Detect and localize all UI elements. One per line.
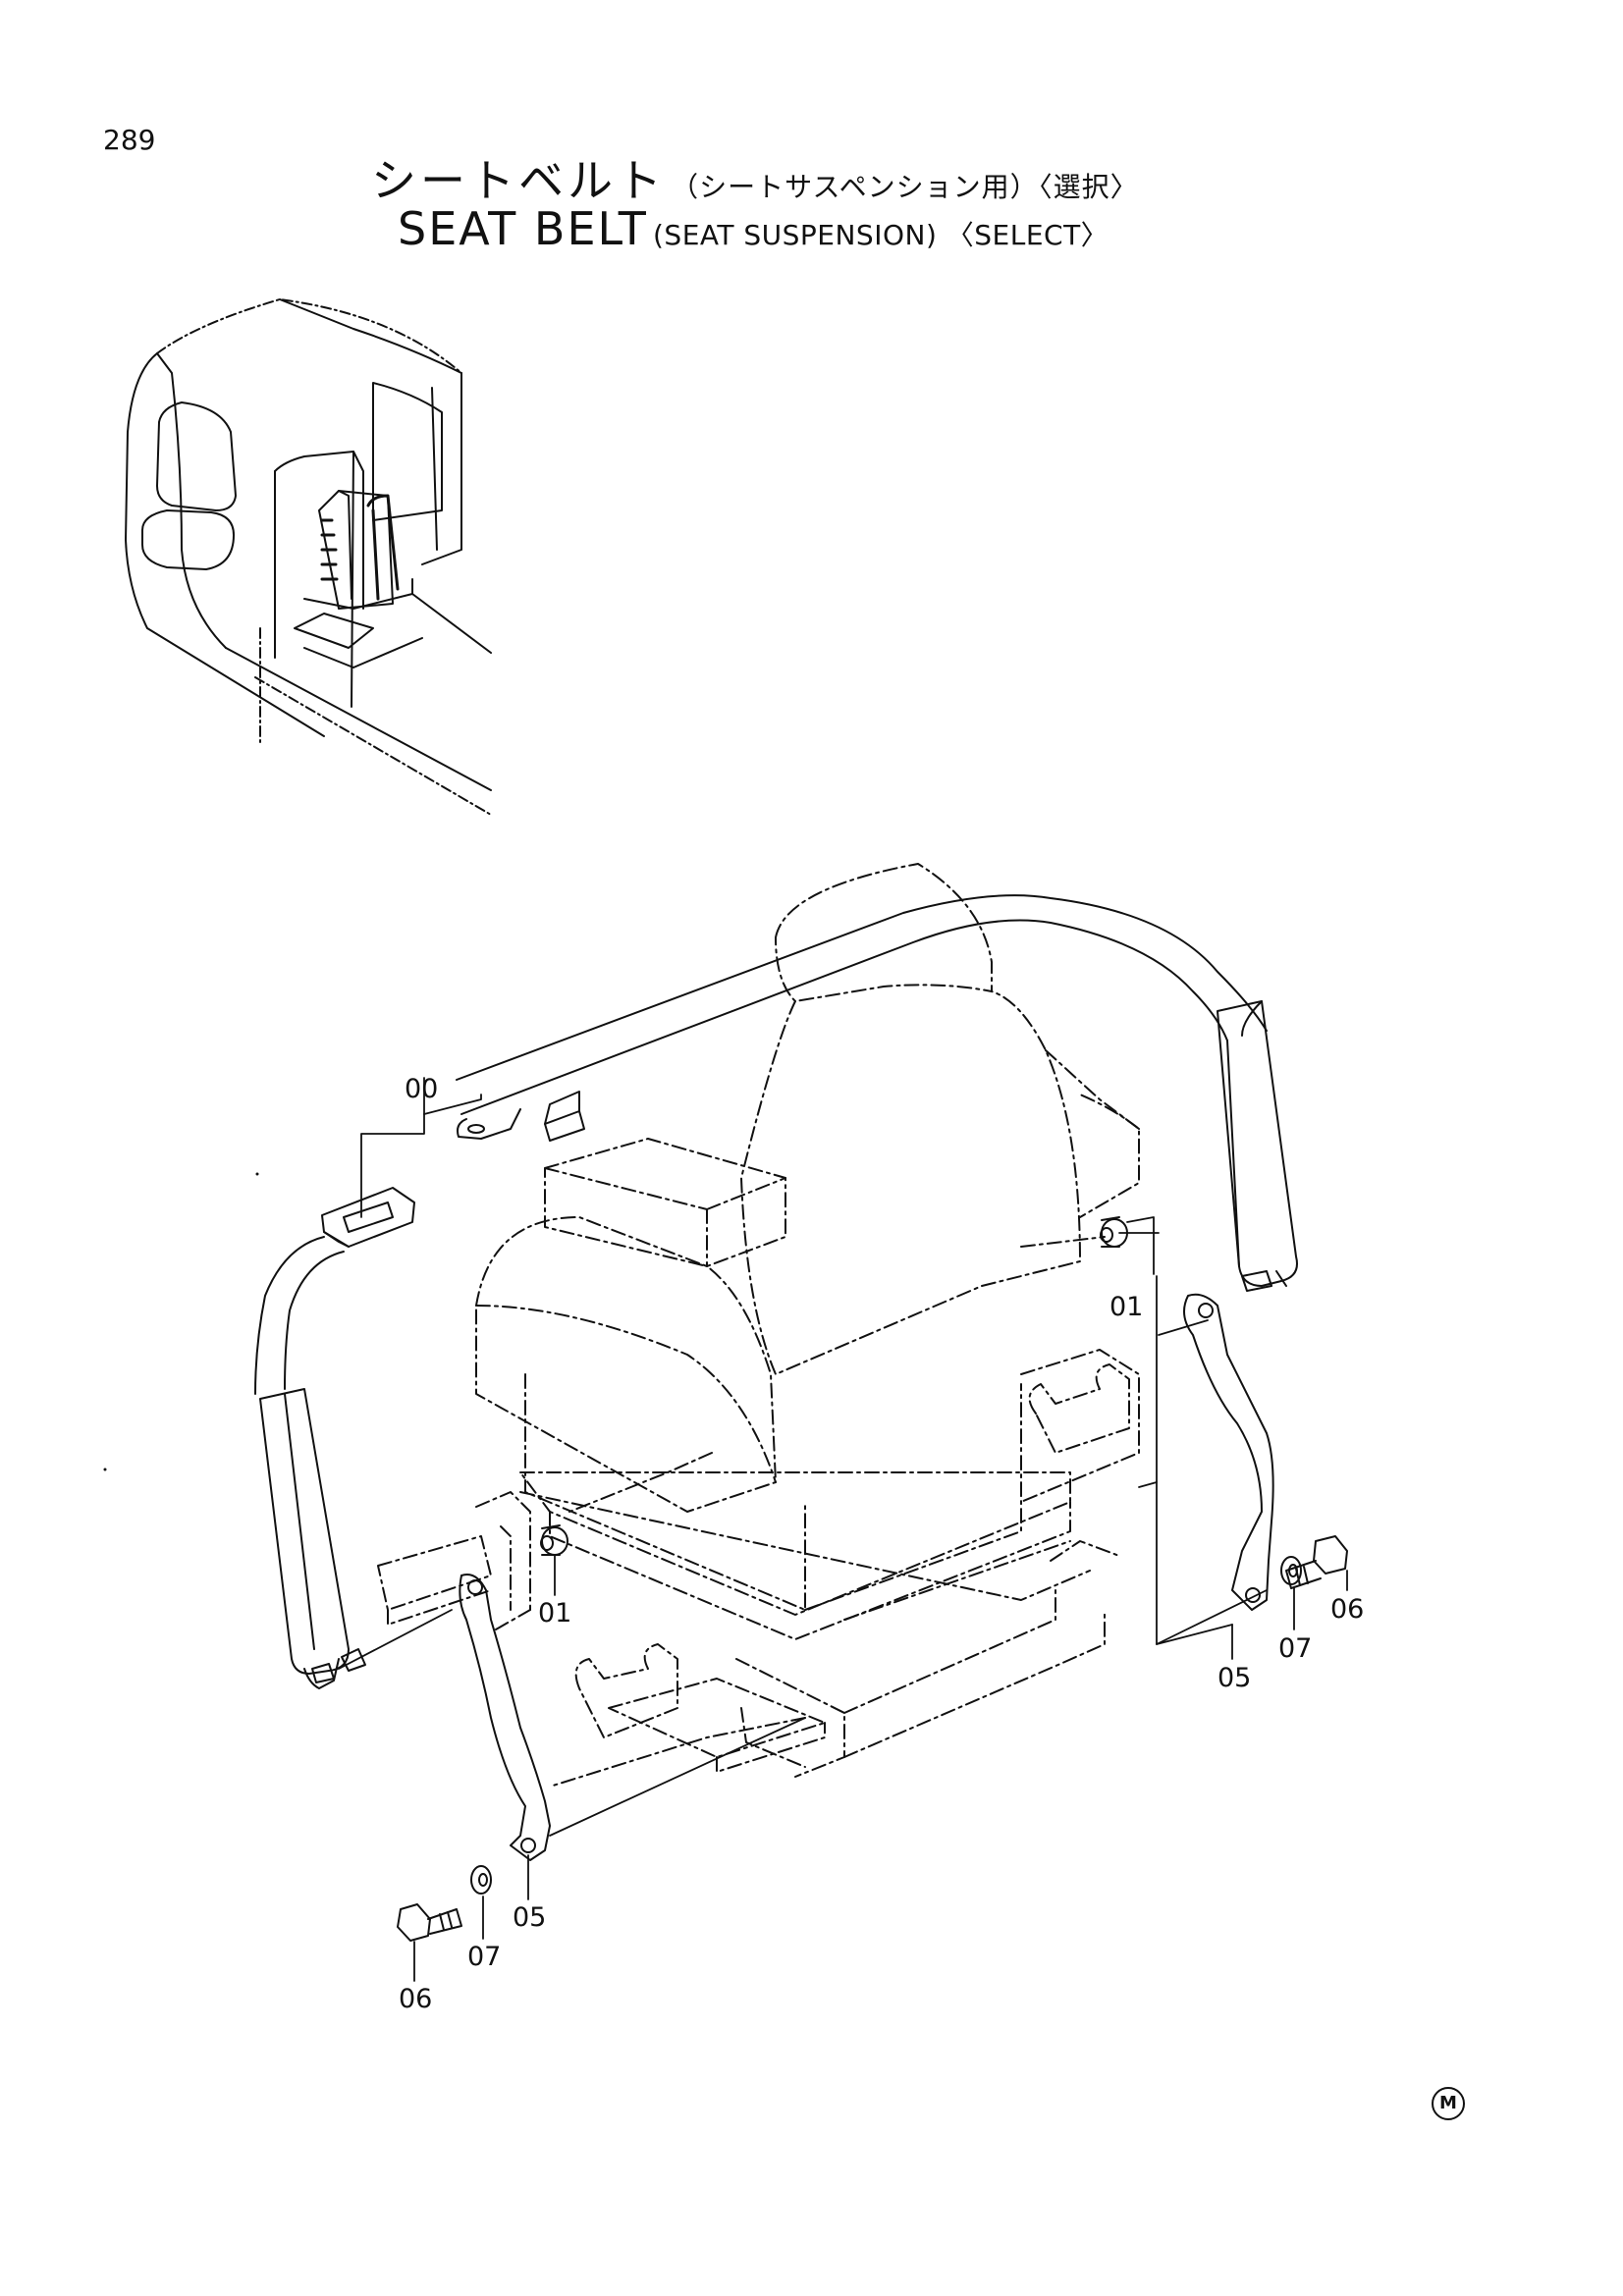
- seat-assembly-phantom: [377, 863, 1140, 1788]
- callout-01-right: 01: [1109, 1292, 1143, 1322]
- stray-dot: [103, 1468, 107, 1471]
- leader-lines: [338, 1077, 1348, 1982]
- spacer-01-left: [540, 1524, 568, 1556]
- callout-07-right: 07: [1278, 1633, 1312, 1664]
- title-japanese-main: シートベルト: [371, 154, 666, 207]
- callout-05-right: 05: [1217, 1663, 1251, 1693]
- anchor-plate-05-left: [459, 1574, 551, 1861]
- bolt-06-left: [397, 1903, 462, 1942]
- page-number: 289: [103, 124, 156, 156]
- cab-locator-inset: [125, 298, 492, 816]
- callout-06-right: 06: [1330, 1594, 1364, 1625]
- seat-belt-buckle-strap: [254, 1187, 415, 1689]
- spacer-01-right: [1100, 1216, 1128, 1248]
- washer-07-left: [470, 1865, 492, 1895]
- callouts: 00 01 01 05 05 06 06 07 07: [399, 1074, 1364, 2014]
- title-english-sub: (SEAT SUSPENSION) 〈SELECT〉: [653, 219, 1109, 251]
- anchor-plate-05-right: [1183, 1293, 1274, 1611]
- bolt-06-right: [1285, 1535, 1348, 1589]
- title-english-main: SEAT BELT: [398, 202, 648, 255]
- title-english: SEAT BELT (SEAT SUSPENSION) 〈SELECT〉: [398, 202, 1109, 255]
- callout-06-left: 06: [399, 1984, 432, 2014]
- callout-01-left: 01: [538, 1598, 571, 1629]
- callout-00: 00: [405, 1074, 438, 1104]
- stray-dot: [255, 1172, 259, 1176]
- seat-belt-retractor-strap: [456, 894, 1298, 1292]
- manufacturer-mark-icon: M: [1432, 2087, 1465, 2120]
- callout-05-left: 05: [513, 1902, 546, 1933]
- callout-07-left: 07: [467, 1942, 501, 1972]
- title-japanese-sub: （シートサスペンション用）〈選択〉: [671, 171, 1139, 203]
- title-japanese: シートベルト （シートサスペンション用）〈選択〉: [371, 145, 1139, 210]
